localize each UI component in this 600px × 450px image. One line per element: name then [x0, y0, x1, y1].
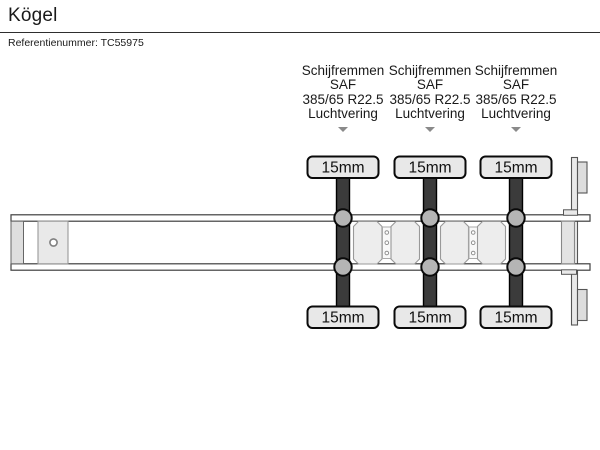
- suspension-label: Luchtvering: [308, 106, 378, 122]
- brake-type-label: Schijfremmen: [388, 63, 472, 78]
- axle-spec-column-2: Schijfremmen SAF 385/65 R22.5 Luchtverin…: [382, 63, 479, 132]
- bolt-hole: [384, 250, 390, 256]
- axle-spec-column-1: Schijfremmen SAF 385/65 R22.5 Luchtverin…: [295, 63, 392, 132]
- bolt-hole: [470, 250, 476, 256]
- kingpin-plate: [37, 220, 69, 265]
- rear-post-foot-top: [563, 209, 578, 216]
- page-title: Kögel: [8, 5, 58, 26]
- brake-type-label: Schijfremmen: [474, 63, 558, 78]
- axle-brand-label: SAF: [416, 77, 444, 93]
- axle-2: 15mm 15mm: [393, 155, 467, 329]
- brake-measurement-value: 15mm: [321, 310, 364, 327]
- brake-type-label: Schijfremmen: [301, 63, 385, 78]
- suspension-label: Luchtvering: [395, 106, 465, 122]
- chassis-rail-top: [10, 214, 591, 222]
- kingpin: [49, 238, 58, 247]
- axle-1: 15mm 15mm: [306, 155, 380, 329]
- rear-cross-member: [560, 220, 576, 265]
- down-arrow-icon: [425, 126, 435, 132]
- rear-bracket-top: [576, 161, 588, 194]
- wheel-hub: [506, 257, 526, 277]
- wheel-hub: [506, 208, 526, 228]
- brake-measurement-box: [393, 155, 467, 179]
- gusset-plate: [390, 220, 421, 265]
- front-end-cap: [10, 220, 24, 265]
- bolt-hole: [470, 230, 476, 235]
- cross-member-2: [439, 220, 507, 265]
- rear-post-foot-bottom: [561, 269, 577, 275]
- tyre-size-label: 385/65 R22.5: [389, 91, 471, 107]
- bolt-hole: [384, 240, 390, 245]
- brake-measurement-value: 15mm: [494, 160, 537, 177]
- chassis-rail-bottom: [10, 263, 591, 271]
- brake-measurement-value: 15mm: [321, 160, 364, 177]
- axle-spec-column-3: Schijfremmen SAF 385/65 R22.5 Luchtverin…: [468, 63, 565, 132]
- axle-brand-label: SAF: [329, 77, 357, 93]
- brake-measurement-box: [306, 155, 380, 179]
- gusset-plate: [439, 220, 470, 265]
- suspension-label: Luchtvering: [481, 106, 551, 122]
- down-arrow-icon: [511, 126, 521, 132]
- brake-measurement-box: [393, 305, 467, 329]
- brake-measurement-box: [479, 155, 553, 179]
- rear-bracket-bottom: [576, 288, 588, 322]
- axle-bar: [508, 176, 524, 309]
- down-arrow-icon: [338, 126, 348, 132]
- wheel-hub: [333, 257, 353, 277]
- gusset-plate: [352, 220, 383, 265]
- axle-bar: [422, 176, 438, 309]
- bolt-hole: [470, 240, 476, 245]
- brake-measurement-value: 15mm: [494, 310, 537, 327]
- gusset-plate: [476, 220, 507, 265]
- bolt-hole: [384, 230, 390, 235]
- brake-measurement-value: 15mm: [408, 310, 451, 327]
- wheel-hub: [420, 257, 440, 277]
- brake-measurement-box: [306, 305, 380, 329]
- axle-brand-label: SAF: [502, 77, 530, 93]
- cross-member-1: [352, 220, 421, 265]
- brake-measurement-box: [479, 305, 553, 329]
- axle-bar: [335, 176, 351, 309]
- wheel-hub: [333, 208, 353, 228]
- tyre-size-label: 385/65 R22.5: [475, 91, 557, 107]
- axle-3: 15mm 15mm: [479, 155, 553, 329]
- title-divider: [0, 32, 600, 33]
- tyre-size-label: 385/65 R22.5: [302, 91, 384, 107]
- brake-measurement-value: 15mm: [408, 160, 451, 177]
- wheel-hub: [420, 208, 440, 228]
- reference-number: Referentienummer: TC55975: [8, 37, 144, 49]
